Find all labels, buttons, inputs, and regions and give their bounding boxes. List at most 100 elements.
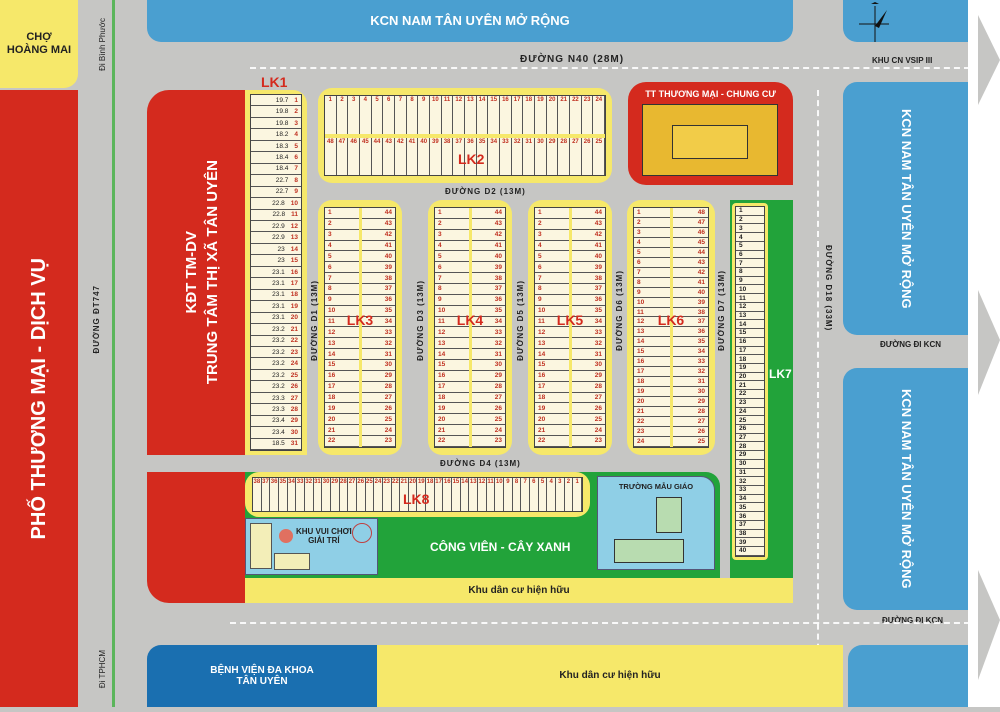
- lot[interactable]: 24: [471, 425, 505, 437]
- lot[interactable]: 31: [672, 377, 708, 388]
- lot[interactable]: 1: [435, 208, 469, 219]
- lot[interactable]: 22: [634, 417, 670, 427]
- lot[interactable]: 35: [477, 137, 489, 175]
- lot[interactable]: 3: [556, 478, 565, 511]
- lot[interactable]: 39: [571, 262, 605, 274]
- lot[interactable]: 34: [471, 317, 505, 328]
- lot[interactable]: 38: [736, 530, 764, 539]
- lot[interactable]: 17: [435, 478, 444, 511]
- lot[interactable]: 26: [471, 403, 505, 415]
- lot[interactable]: 41: [471, 241, 505, 252]
- lot[interactable]: 9: [535, 295, 569, 306]
- lot[interactable]: 16: [443, 478, 453, 511]
- lot[interactable]: 26: [672, 427, 708, 437]
- lot[interactable]: 29: [331, 478, 340, 511]
- lot[interactable]: 11: [325, 317, 359, 328]
- lot[interactable]: 7: [325, 273, 359, 285]
- lot[interactable]: 40: [361, 251, 395, 263]
- lot[interactable]: 13: [535, 338, 569, 350]
- lot[interactable]: 17: [512, 96, 524, 134]
- lot[interactable]: 15: [634, 347, 670, 358]
- lot[interactable]: 5: [435, 251, 469, 263]
- lot[interactable]: 39: [361, 262, 395, 274]
- lot[interactable]: 10: [535, 306, 569, 317]
- lot[interactable]: 20: [736, 373, 764, 382]
- lot[interactable]: 33: [736, 486, 764, 495]
- lot[interactable]: 12: [453, 96, 466, 134]
- lot[interactable]: 27: [736, 434, 764, 443]
- lot[interactable]: 35: [279, 478, 288, 511]
- lot[interactable]: 13: [435, 338, 469, 350]
- lot[interactable]: 41: [672, 278, 708, 288]
- lot[interactable]: 4: [535, 241, 569, 252]
- lot[interactable]: 2: [736, 216, 764, 225]
- lot[interactable]: 25: [736, 416, 764, 425]
- lot[interactable]: 38: [672, 308, 708, 318]
- lot[interactable]: 8: [535, 284, 569, 295]
- lot[interactable]: 6: [383, 96, 396, 134]
- lot[interactable]: 23: [634, 427, 670, 437]
- lot[interactable]: 8: [407, 96, 419, 134]
- lot[interactable]: 5: [736, 242, 764, 251]
- lot[interactable]: 34: [488, 137, 501, 175]
- lot[interactable]: 17: [535, 382, 569, 393]
- lot[interactable]: 19: [535, 96, 547, 134]
- lot[interactable]: 40: [471, 251, 505, 263]
- lot[interactable]: 19: [736, 364, 764, 373]
- lot[interactable]: 19: [634, 387, 670, 398]
- lot[interactable]: 10: [495, 478, 505, 511]
- lot[interactable]: 7: [535, 273, 569, 285]
- lot[interactable]: 27: [361, 393, 395, 404]
- lot[interactable]: 9: [418, 96, 431, 134]
- lot[interactable]: 12: [736, 303, 764, 312]
- lot[interactable]: 26: [361, 403, 395, 415]
- lot[interactable]: 27: [348, 478, 357, 511]
- lot[interactable]: 13: [736, 312, 764, 321]
- lot[interactable]: 6: [535, 262, 569, 274]
- lot[interactable]: 7: [521, 478, 530, 511]
- lot[interactable]: 6: [736, 251, 764, 260]
- lot[interactable]: 3: [634, 228, 670, 238]
- lot[interactable]: 32: [361, 338, 395, 350]
- lot[interactable]: 1: [573, 478, 582, 511]
- lot[interactable]: 16: [325, 371, 359, 382]
- lot[interactable]: 24: [374, 478, 383, 511]
- lot[interactable]: 9: [325, 295, 359, 306]
- lot[interactable]: 28: [340, 478, 349, 511]
- lot[interactable]: 43: [571, 219, 605, 230]
- lot[interactable]: 6: [530, 478, 539, 511]
- lot[interactable]: 27: [570, 137, 582, 175]
- lot[interactable]: 30: [322, 478, 331, 511]
- lot[interactable]: 20: [634, 397, 670, 408]
- lot[interactable]: 24: [571, 425, 605, 437]
- lot[interactable]: 27: [672, 417, 708, 427]
- lot[interactable]: 14: [634, 337, 670, 348]
- lot[interactable]: 1: [634, 208, 670, 218]
- lot[interactable]: 3: [348, 96, 361, 134]
- lot[interactable]: 45: [360, 137, 372, 175]
- lot[interactable]: 38: [253, 478, 262, 511]
- lot[interactable]: 23: [361, 436, 395, 447]
- lot[interactable]: 33: [296, 478, 305, 511]
- lot[interactable]: 22: [570, 96, 582, 134]
- lot[interactable]: 24: [361, 425, 395, 437]
- lot[interactable]: 17: [736, 347, 764, 356]
- lot[interactable]: 14: [477, 96, 489, 134]
- lot[interactable]: 37: [736, 521, 764, 530]
- lot[interactable]: 29: [571, 371, 605, 382]
- lot[interactable]: 33: [672, 357, 708, 368]
- lot[interactable]: 18: [426, 478, 435, 511]
- lot[interactable]: 14: [461, 478, 470, 511]
- lot[interactable]: 21: [558, 96, 571, 134]
- lot[interactable]: 43: [361, 219, 395, 230]
- lot[interactable]: 32: [736, 477, 764, 486]
